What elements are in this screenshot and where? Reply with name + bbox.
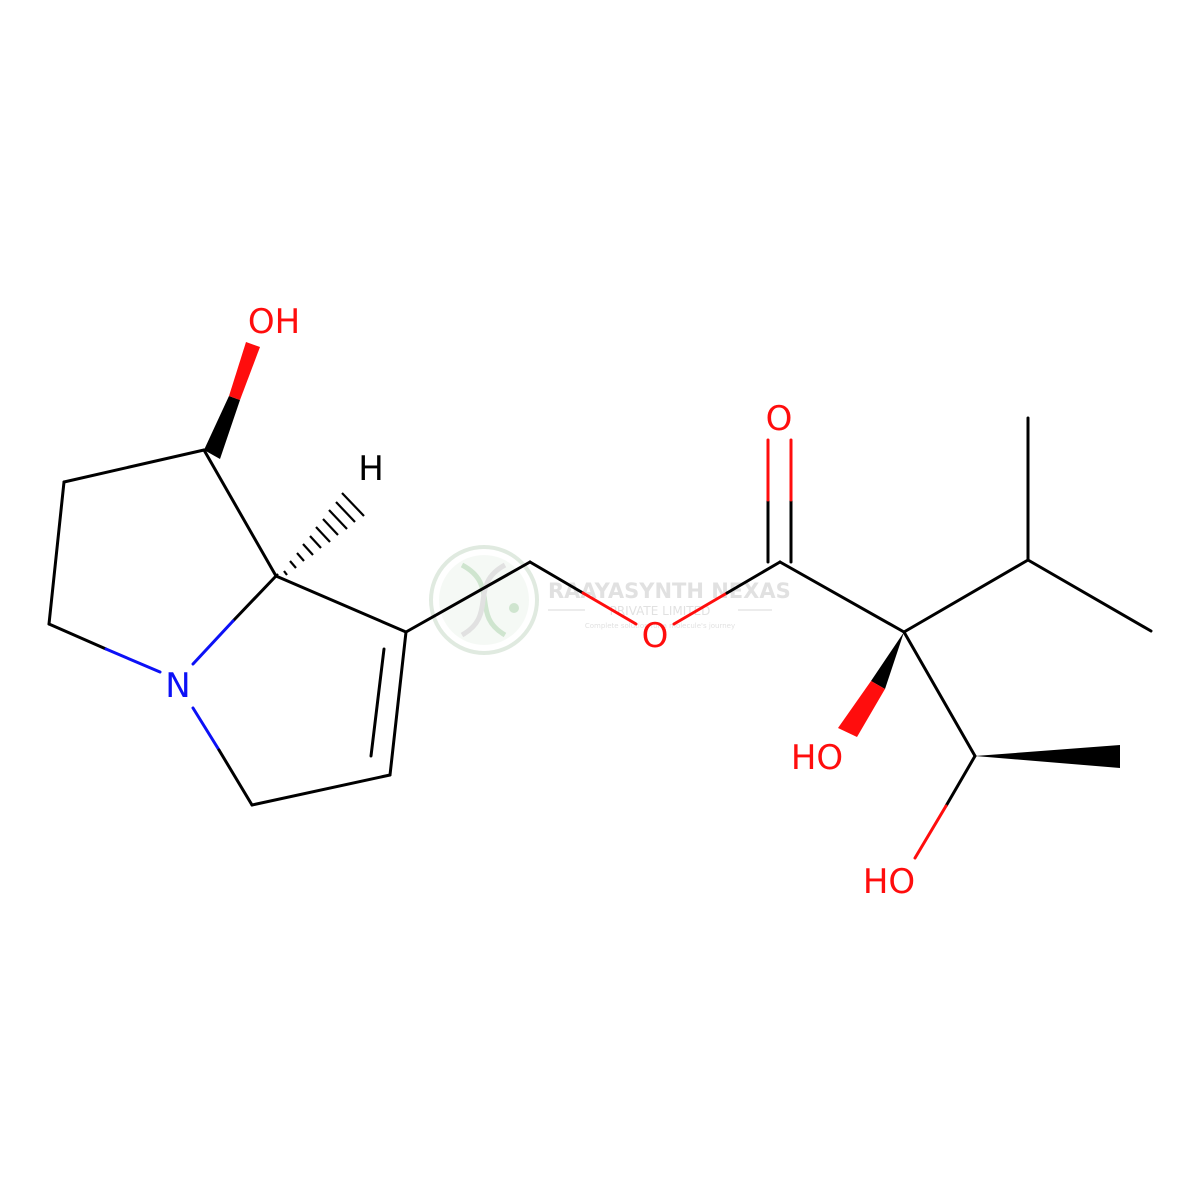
bond-carbonyl-calpha: [778, 560, 906, 634]
bond-calpha-ipr: [902, 558, 1030, 634]
atom-labels: OH H N O O HO HO: [165, 302, 915, 902]
bond-cb-oh-black: [944, 754, 977, 808]
bond-c6-c7-double-a: [388, 630, 408, 777]
atom-n-ring: N: [165, 666, 190, 706]
bond-n-c5-blue: [191, 706, 221, 752]
atom-o-carbonyl: O: [766, 399, 793, 439]
bonds: [47, 416, 1153, 860]
bond-o-carbonyl-black: [725, 560, 782, 595]
bond-cb-oh-red: [913, 804, 948, 860]
bond-o-carbonyl-red: [672, 591, 729, 626]
dna-helix-icon: [429, 545, 539, 655]
bond-c7-c7a: [274, 574, 408, 634]
wedge-ho-alpha-black: [871, 632, 904, 689]
atom-h-stereo: H: [358, 449, 384, 489]
watermark: RAAYASYNTH NEXAS PRIVATE LIMITED Complet…: [429, 545, 791, 655]
bond-calpha-cb: [902, 630, 977, 758]
watermark-company: RAAYASYNTH NEXAS: [548, 579, 791, 603]
atom-oh-top: OH: [248, 302, 300, 342]
bond-ch2-o-black: [528, 560, 585, 595]
watermark-tagline: Complete solution for a molecule's journ…: [585, 622, 735, 630]
wedge-oh-top-black: [204, 396, 240, 459]
atom-ho-side: HO: [863, 862, 915, 902]
wedge-cb-methyl: [975, 745, 1120, 768]
bond-c7a-n-black: [231, 574, 278, 623]
bond-c7-ch2: [404, 560, 532, 634]
bond-c1-c7a: [202, 448, 278, 578]
bond-c7a-n-blue: [191, 619, 235, 666]
bond-c5-c6: [250, 773, 392, 807]
wedge-oh-top-red: [229, 342, 260, 400]
bond-c3-n-blue: [104, 647, 162, 674]
wedge-ho-alpha-red: [838, 681, 885, 737]
atom-ho-alpha: HO: [791, 738, 843, 778]
bond-ipr-me2: [1026, 558, 1153, 633]
bond-n-c5-black: [217, 748, 254, 807]
wedges: [204, 342, 1120, 768]
bond-ch2-o-red: [581, 591, 638, 626]
watermark-subtitle: PRIVATE LIMITED: [610, 604, 711, 618]
bond-c1-c2: [62, 448, 206, 484]
bond-c2-c3: [47, 480, 66, 626]
hash-wedge-h: [275, 492, 365, 577]
bond-c3-n-black: [47, 622, 108, 651]
atom-o-ester: O: [642, 616, 669, 656]
bond-c6-c7-double-b: [369, 647, 386, 758]
